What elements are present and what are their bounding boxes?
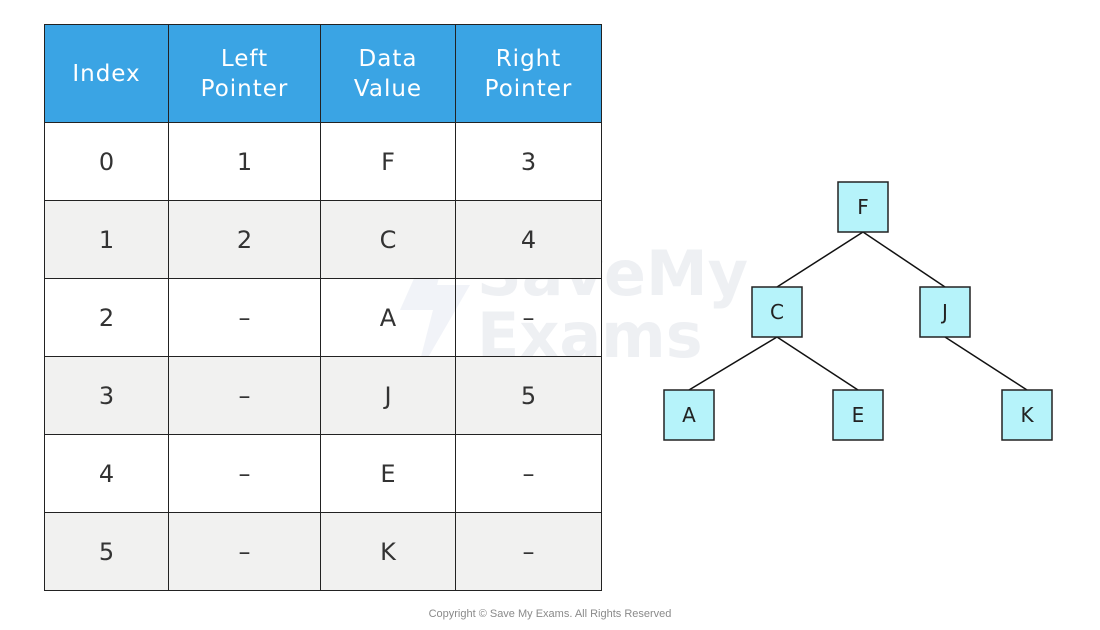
cell-index: 5 <box>44 512 169 591</box>
cell-data-value: K <box>320 512 456 591</box>
cell-index: 1 <box>44 200 169 279</box>
tree-node-e: E <box>832 389 884 441</box>
tree-node-label: C <box>770 300 784 324</box>
tree-node-label: F <box>857 195 869 219</box>
header-right-pointer: Right Pointer <box>455 24 602 123</box>
tree-node-label: K <box>1020 403 1034 427</box>
cell-right-pointer: 4 <box>455 200 602 279</box>
copyright-footer: Copyright © Save My Exams. All Rights Re… <box>428 608 672 620</box>
cell-index: 4 <box>44 434 169 513</box>
table-row: 2 – A – <box>44 278 602 357</box>
table-row: 3 – J 5 <box>44 356 602 435</box>
cell-index: 2 <box>44 278 169 357</box>
header-right-pointer-line-2: Pointer <box>484 75 573 102</box>
cell-right-pointer: – <box>455 512 602 591</box>
tree-node-k: K <box>1001 389 1053 441</box>
tree-edge-f-j <box>862 231 946 288</box>
header-index: Index <box>44 24 169 123</box>
cell-right-pointer: 3 <box>455 122 602 201</box>
tree-edges <box>688 231 1028 391</box>
tree-node-f: F <box>837 181 889 233</box>
cell-data-value: A <box>320 278 456 357</box>
tree-edge-j-k <box>944 336 1028 391</box>
tree-node-j: J <box>919 286 971 338</box>
cell-left-pointer: 1 <box>168 122 321 201</box>
cell-left-pointer: 2 <box>168 200 321 279</box>
cell-right-pointer: – <box>455 434 602 513</box>
table-row: 0 1 F 3 <box>44 122 602 201</box>
cell-left-pointer: – <box>168 356 321 435</box>
header-left-pointer: Left Pointer <box>168 24 321 123</box>
tree-node-label: A <box>682 403 696 427</box>
header-index-line-1: Index <box>72 60 141 87</box>
table-row: 5 – K – <box>44 512 602 591</box>
header-left-pointer-line-2: Pointer <box>200 75 289 102</box>
cell-data-value: C <box>320 200 456 279</box>
tree-node-box <box>751 286 803 338</box>
tree-edge-c-a <box>688 336 778 391</box>
cell-data-value: E <box>320 434 456 513</box>
tree-nodes: F C J A E K <box>663 181 1053 441</box>
cell-right-pointer: 5 <box>455 356 602 435</box>
cell-index: 0 <box>44 122 169 201</box>
tree-node-box <box>832 389 884 441</box>
table-row: 1 2 C 4 <box>44 200 602 279</box>
table-header-row: Index Left Pointer Data Value Right Poin… <box>44 24 602 123</box>
header-data-value-line-2: Value <box>353 75 423 102</box>
tree-node-label: J <box>940 300 948 324</box>
tree-node-box <box>837 181 889 233</box>
header-data-value: Data Value <box>320 24 456 123</box>
tree-edge-c-e <box>776 336 859 391</box>
cell-data-value: J <box>320 356 456 435</box>
cell-index: 3 <box>44 356 169 435</box>
cell-left-pointer: – <box>168 512 321 591</box>
cell-right-pointer: – <box>455 278 602 357</box>
tree-node-c: C <box>751 286 803 338</box>
tree-edge-f-c <box>776 231 864 288</box>
tree-node-box <box>919 286 971 338</box>
tree-node-box <box>663 389 715 441</box>
tree-node-a: A <box>663 389 715 441</box>
header-left-pointer-line-1: Left <box>220 45 269 72</box>
cell-data-value: F <box>320 122 456 201</box>
tree-node-box <box>1001 389 1053 441</box>
tree-node-label: E <box>852 403 865 427</box>
header-right-pointer-line-1: Right <box>495 45 562 72</box>
binary-tree-array-table: Index Left Pointer Data Value Right Poin… <box>44 24 602 591</box>
table-row: 4 – E – <box>44 434 602 513</box>
header-data-value-line-1: Data <box>358 45 418 72</box>
